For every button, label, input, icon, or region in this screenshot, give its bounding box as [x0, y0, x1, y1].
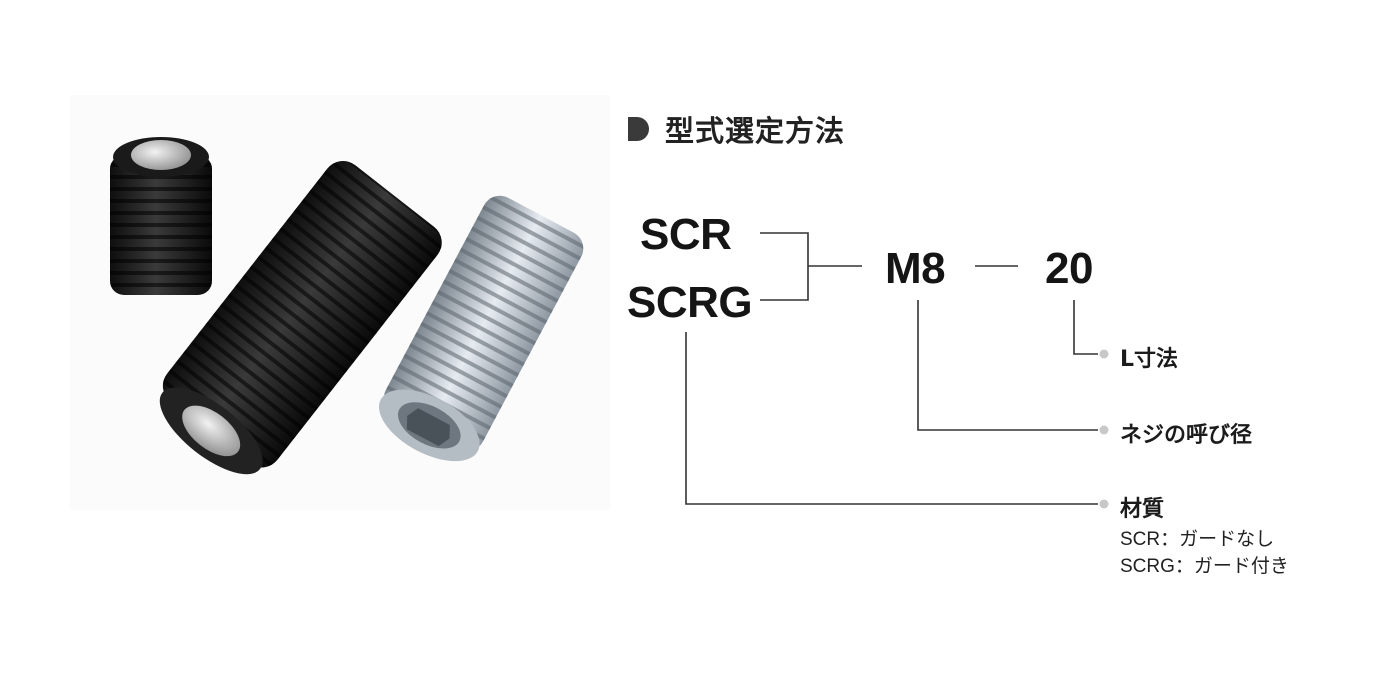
series-bracket-line	[760, 232, 809, 301]
thread-code: M8	[885, 244, 946, 293]
length-code: 20	[1045, 244, 1093, 293]
material-bullet	[1099, 499, 1109, 509]
material-note-scrg: SCRG：ガード付き	[1120, 556, 1289, 577]
small-black-screw	[110, 137, 212, 295]
material-note-scr: SCR：ガードなし	[1120, 529, 1275, 550]
thread-leader-line	[917, 300, 1098, 431]
material-leader-line	[685, 332, 1098, 505]
series-code-scr: SCR	[640, 210, 732, 259]
page-title: 型式選定方法	[665, 114, 846, 148]
product-photo	[70, 95, 610, 510]
length-label: L寸法	[1120, 347, 1179, 372]
length-leader-line	[1073, 300, 1098, 355]
silver-screw	[378, 195, 584, 462]
material-label: 材質	[1120, 497, 1165, 522]
long-black-screw	[159, 161, 442, 475]
length-bullet	[1099, 349, 1109, 359]
thread-bullet	[1099, 425, 1109, 435]
thread-label: ネジの呼び径	[1120, 423, 1253, 448]
series-code-scrg: SCRG	[627, 278, 753, 327]
half-circle-marker-icon	[628, 117, 649, 141]
section-heading: 型式選定方法	[625, 108, 845, 150]
set-screws-illustration	[110, 137, 584, 475]
